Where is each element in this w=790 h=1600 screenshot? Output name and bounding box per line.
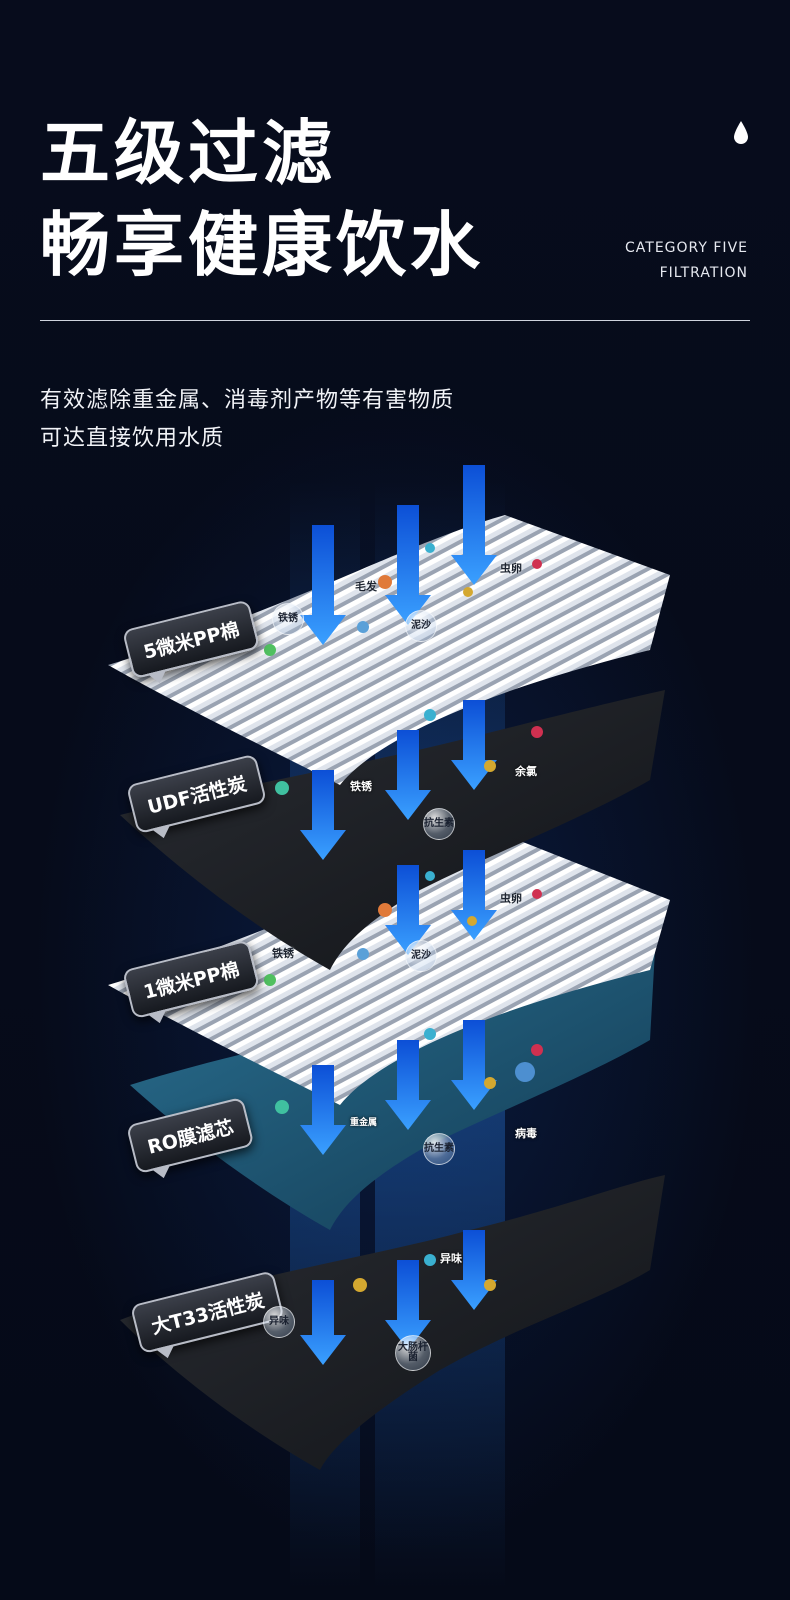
particle-dot — [424, 1254, 436, 1266]
filter-layers-illustration — [108, 465, 670, 1590]
particle-dot — [275, 781, 289, 795]
particle-bubble: 大肠杆菌 — [395, 1335, 431, 1371]
particle-label: 抗生素 — [424, 817, 454, 829]
particle-dot — [484, 1077, 496, 1089]
particle-dot — [463, 587, 473, 597]
page-title-line2: 畅享健康饮水 — [40, 204, 484, 286]
divider — [40, 320, 750, 321]
particle-dot — [264, 644, 276, 656]
particle-label: 病毒 — [515, 1127, 537, 1140]
particle-dot — [357, 621, 369, 633]
page-title-line1: 五级过滤 — [40, 112, 336, 194]
particle-dot — [357, 948, 369, 960]
particle-bubble: 异味 — [263, 1306, 295, 1338]
particle-bubble: 抗生素 — [423, 808, 455, 840]
particle-bubble: 抗生素 — [423, 1133, 455, 1165]
layer-pp-5-micron — [108, 515, 670, 785]
description-line2: 可达直接饮用水质 — [40, 426, 225, 451]
layer-pp-1-micron — [108, 835, 670, 1105]
down-arrow-icon — [300, 1280, 346, 1365]
down-arrow-icon — [300, 1065, 346, 1155]
down-arrow-icon — [385, 730, 431, 820]
particle-dot — [484, 760, 496, 772]
particle-label: 异味 — [440, 1252, 462, 1265]
down-arrow-icon — [385, 505, 431, 625]
particle-dot — [531, 1044, 543, 1056]
particle-label: 铁锈 — [278, 612, 298, 624]
layer-udf-carbon — [120, 690, 665, 970]
particle-label: 抗生素 — [424, 1142, 454, 1154]
particle-bubble: 泥沙 — [405, 610, 437, 642]
particle-label: 重金属 — [350, 1118, 378, 1128]
down-arrow-icon — [385, 1040, 431, 1130]
down-arrow-icon — [300, 525, 346, 645]
down-arrow-icon — [300, 770, 346, 860]
particle-label: 虫卵 — [500, 892, 522, 905]
particle-dot — [532, 559, 542, 569]
particle-dot — [515, 1062, 535, 1082]
particle-label: 毛发 — [355, 580, 377, 593]
category-line1: CATEGORY FIVE — [625, 240, 748, 256]
particle-dot — [484, 1279, 496, 1291]
particle-label: 虫卵 — [500, 562, 522, 575]
particle-bubble: 泥沙 — [405, 940, 437, 972]
particle-dot — [532, 889, 542, 899]
down-arrow-icon — [385, 865, 431, 955]
down-arrow-icon — [451, 1020, 497, 1110]
down-arrow-icon — [451, 850, 497, 940]
particle-dot — [531, 726, 543, 738]
particle-label: 泥沙 — [411, 949, 431, 961]
particle-label: 异味 — [269, 1315, 289, 1327]
particle-dot — [378, 575, 392, 589]
particle-dot — [425, 871, 435, 881]
layer-ro-membrane — [130, 950, 655, 1230]
particle-dot — [264, 974, 276, 986]
category-line2: FILTRATION — [659, 265, 748, 281]
particle-label: 泥沙 — [411, 619, 431, 631]
particle-label: 铁锈 — [272, 947, 294, 960]
particle-dot — [467, 916, 477, 926]
down-arrow-icon — [385, 1260, 431, 1350]
down-arrow-icon — [451, 465, 497, 585]
particle-dot — [425, 543, 435, 553]
flow-arrows — [300, 465, 497, 1365]
particle-label: 余氯 — [515, 765, 537, 778]
particle-label: 大肠杆菌 — [398, 1341, 428, 1363]
particle-dot — [353, 1278, 367, 1292]
particle-bubble: 铁锈 — [272, 603, 304, 635]
down-arrow-icon — [451, 1230, 497, 1310]
particle-label: 铁锈 — [350, 780, 372, 793]
particle-dot — [378, 903, 392, 917]
particle-dot — [424, 709, 436, 721]
water-drop-icon — [734, 121, 748, 144]
particle-dot — [424, 1028, 436, 1040]
particles — [264, 543, 543, 1292]
description-line1: 有效滤除重金属、消毒剂产物等有害物质 — [40, 388, 455, 413]
particle-dot — [275, 1100, 289, 1114]
